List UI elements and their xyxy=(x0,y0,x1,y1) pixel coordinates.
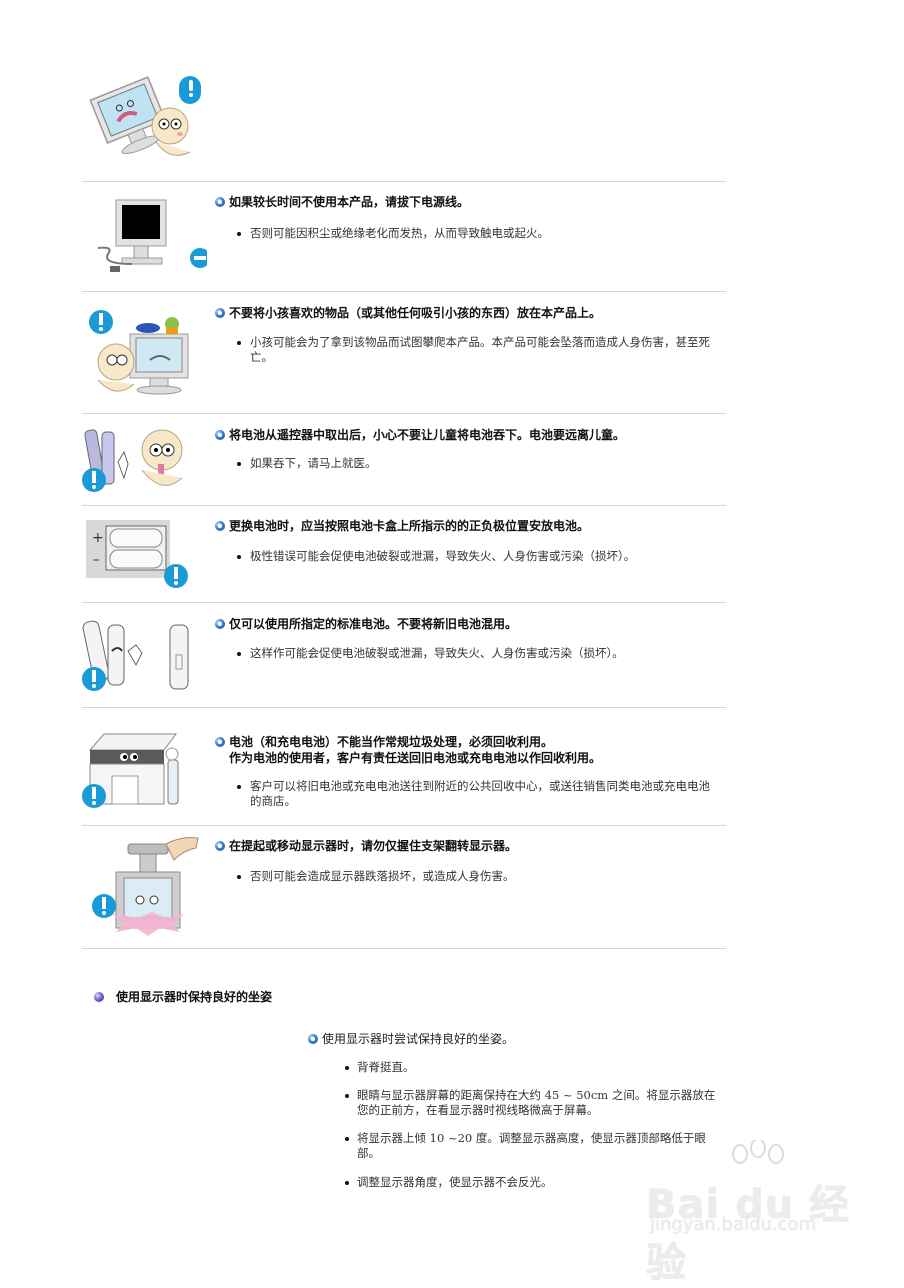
monitor-lift-stand-icon xyxy=(92,837,199,936)
child-toys-on-monitor-icon xyxy=(89,310,189,395)
bullet-dot-icon xyxy=(237,341,241,345)
item-bullet: 极性错误可能会促使电池破裂或泄漏，导致失火、人身伤害或污染（损坏）。 xyxy=(237,549,720,564)
divider xyxy=(82,181,726,182)
battery-polarity-icon: + – xyxy=(86,520,188,588)
bullet-dot-icon xyxy=(345,1066,349,1070)
bullet-dot-icon xyxy=(237,462,241,466)
item-heading-line2: 作为电池的使用者，客户有责任送回旧电池或充电电池以作回收利用。 xyxy=(229,751,602,765)
bullet-dot-icon xyxy=(345,1094,349,1098)
bullet-dot-icon xyxy=(237,875,241,879)
posture-item: 背脊挺直。 xyxy=(345,1060,722,1075)
bullet-dot-icon xyxy=(237,232,241,236)
item-heading: 不要将小孩喜欢的物品（或其他任何吸引小孩的东西）放在本产品上。 xyxy=(215,305,601,321)
monitor-tipping-child-icon xyxy=(89,76,191,156)
blue-bullet-icon xyxy=(215,430,225,440)
divider xyxy=(82,505,726,506)
item-bullet: 这样作可能会促使电池破裂或泄漏，导致失火、人身伤害或污染（损坏）。 xyxy=(237,646,720,661)
divider xyxy=(82,413,726,414)
bullet-dot-icon xyxy=(237,652,241,656)
item-heading: 更换电池时，应当按照电池卡盒上所指示的的正负极位置安放电池。 xyxy=(215,518,589,534)
item-heading: 电池（和充电电池）不能当作常规垃圾处理，必须回收利用。 xyxy=(215,734,553,750)
section-title: 使用显示器时保持良好的坐姿 xyxy=(94,988,272,1005)
watermark-url: jingyan.baidu.com xyxy=(650,1214,817,1235)
bullet-dot-icon xyxy=(237,555,241,559)
bullet-dot-icon xyxy=(345,1137,349,1141)
old-new-battery-icon xyxy=(82,620,189,691)
item-heading: 在提起或移动显示器时，请勿仅握住支架翻转显示器。 xyxy=(215,838,517,854)
item-6: 电池（和充电电池）不能当作常规垃圾处理，必须回收利用。 作为电池的使用者，客户有… xyxy=(82,720,726,820)
item-heading: 如果较长时间不使用本产品，请拔下电源线。 xyxy=(215,194,469,210)
paw-icon xyxy=(732,1140,784,1164)
warning-icon xyxy=(179,76,201,104)
item-0 xyxy=(82,68,726,178)
item-1: 如果较长时间不使用本产品，请拔下电源线。 否则可能因积尘或绝缘老化而发热，从而导… xyxy=(82,190,726,285)
baidu-jingyan-watermark: Bai du 经验 jingyan.baidu.com xyxy=(640,1140,860,1286)
item-7: 在提起或移动显示器时，请勿仅握住支架翻转显示器。 否则可能会造成显示器跌落损坏，… xyxy=(82,834,726,944)
blue-bullet-icon xyxy=(308,1034,318,1044)
blue-bullet-icon xyxy=(215,308,225,318)
watermark-logo: Bai du 经验 xyxy=(646,1182,851,1286)
item-4: + – 更换电池时，应当按照电池卡盒上所指示的的正负极位置安放电池。 极性错误可… xyxy=(82,514,726,594)
divider xyxy=(82,948,726,949)
monitor-unplug-icon xyxy=(97,199,207,272)
purple-bullet-icon xyxy=(94,992,104,1002)
bullet-dot-icon xyxy=(345,1181,349,1185)
child-battery-icon xyxy=(82,429,183,492)
posture-item: 将显示器上倾 10 ~20 度。调整显示器高度，使显示器顶部略低于眼部。 xyxy=(345,1131,722,1161)
item-bullet: 否则可能因积尘或绝缘老化而发热，从而导致触电或起火。 xyxy=(237,226,720,241)
blue-bullet-icon xyxy=(215,737,225,747)
item-3: 将电池从遥控器中取出后，小心不要让儿童将电池吞下。电池要远离儿童。 如果吞下，请… xyxy=(82,422,726,497)
blue-bullet-icon xyxy=(215,619,225,629)
item-heading: 将电池从遥控器中取出后，小心不要让儿童将电池吞下。电池要远离儿童。 xyxy=(215,427,625,443)
svg-text:+: + xyxy=(92,530,104,546)
divider xyxy=(82,825,726,826)
battery-recycle-store-icon xyxy=(82,733,179,808)
bullet-dot-icon xyxy=(237,785,241,789)
divider xyxy=(82,291,726,292)
divider xyxy=(82,602,726,603)
item-2: 不要将小孩喜欢的物品（或其他任何吸引小孩的东西）放在本产品上。 小孩可能会为了拿… xyxy=(82,300,726,405)
item-bullet: 否则可能会造成显示器跌落损坏，或造成人身伤害。 xyxy=(237,869,720,884)
blue-bullet-icon xyxy=(215,521,225,531)
item-bullet: 小孩可能会为了拿到该物品而试图攀爬本产品。本产品可能会坠落而造成人身伤害，甚至死… xyxy=(237,335,720,365)
posture-item: 眼睛与显示器屏幕的距离保持在大约 45 ~ 50cm 之间。将显示器放在您的正前… xyxy=(345,1088,722,1118)
item-bullet: 如果吞下，请马上就医。 xyxy=(237,456,720,471)
posture-item: 调整显示器角度，使显示器不会反光。 xyxy=(345,1175,722,1190)
posture-sub-heading: 使用显示器时尝试保持良好的坐姿。 xyxy=(308,1030,514,1047)
item-5: 仅可以使用所指定的标准电池。不要将新旧电池混用。 这样作可能会促使电池破裂或泄漏… xyxy=(82,611,726,701)
item-bullet: 客户可以将旧电池或充电电池送往到附近的公共回收中心，或送往销售同类电池或充电电池… xyxy=(237,779,720,809)
blue-bullet-icon xyxy=(215,197,225,207)
divider xyxy=(82,707,726,708)
blue-bullet-icon xyxy=(215,841,225,851)
item-heading: 仅可以使用所指定的标准电池。不要将新旧电池混用。 xyxy=(215,616,517,632)
svg-text:–: – xyxy=(93,552,100,568)
